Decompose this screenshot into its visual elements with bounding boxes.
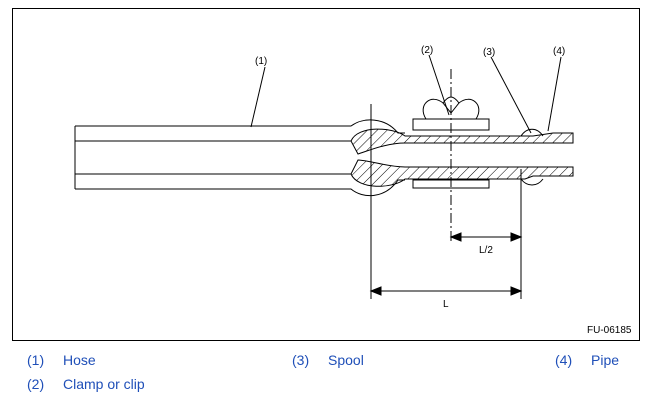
legend-num: (2)	[27, 376, 45, 392]
legend-text: Pipe	[591, 352, 620, 368]
pipe-section	[350, 128, 574, 187]
spool-bulge	[520, 128, 544, 186]
legend-item-hose: (1) Hose	[27, 352, 96, 368]
leader-lines	[250, 54, 562, 134]
dimension-half-label: L/2	[479, 245, 493, 256]
hose-connection-diagram: (1) (2) (3) (4) L/2 L FU-06185	[74, 45, 632, 336]
callout-2: (2)	[421, 45, 433, 56]
hose	[74, 119, 405, 197]
diagram-frame: (1) (2) (3) (4) L/2 L FU-06185	[12, 8, 640, 341]
legend-text: Hose	[63, 352, 96, 368]
dimension-half	[449, 232, 523, 242]
legend-text: Clamp or clip	[63, 376, 145, 392]
legend-num: (4)	[555, 352, 573, 368]
dimension-full	[369, 286, 523, 296]
dimension-full-label: L	[443, 299, 449, 310]
callout-1: (1)	[255, 56, 267, 67]
callout-3: (3)	[483, 47, 495, 58]
legend-num: (3)	[292, 352, 310, 368]
legend-item-clamp: (2) Clamp or clip	[27, 376, 145, 392]
reference-lines	[370, 69, 522, 299]
legend-text: Spool	[328, 352, 364, 368]
legend-num: (1)	[27, 352, 45, 368]
legend-item-spool: (3) Spool	[292, 352, 364, 368]
callout-4: (4)	[553, 46, 565, 57]
figure-code: FU-06185	[587, 325, 632, 336]
legend-item-pipe: (4) Pipe	[555, 352, 619, 368]
